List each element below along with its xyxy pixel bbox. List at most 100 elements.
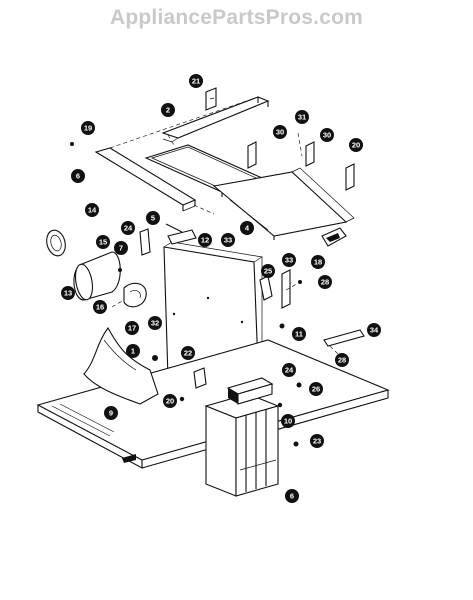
control-box-part[interactable] bbox=[204, 393, 280, 497]
svg-text:20: 20 bbox=[166, 397, 174, 406]
svg-text:33: 33 bbox=[285, 256, 293, 265]
callout-23: 23 bbox=[310, 434, 324, 448]
rod-part[interactable] bbox=[165, 223, 183, 233]
svg-text:28: 28 bbox=[321, 278, 329, 287]
callout-24: 24 bbox=[282, 363, 296, 377]
clip-part[interactable] bbox=[345, 163, 355, 191]
callout-25: 25 bbox=[261, 264, 275, 278]
callout-10: 10 bbox=[281, 414, 295, 428]
svg-text:30: 30 bbox=[276, 128, 284, 137]
leader-line bbox=[111, 299, 125, 308]
screw-part[interactable] bbox=[152, 355, 158, 361]
svg-text:20: 20 bbox=[352, 141, 360, 150]
top-cover-part[interactable] bbox=[161, 96, 270, 143]
svg-text:34: 34 bbox=[370, 326, 379, 335]
callout-15: 15 bbox=[96, 235, 110, 249]
callout-6: 6 bbox=[71, 169, 85, 183]
callout-26: 26 bbox=[309, 382, 323, 396]
callout-22: 22 bbox=[181, 346, 195, 360]
side-bracket-part[interactable] bbox=[281, 269, 301, 309]
svg-text:24: 24 bbox=[285, 366, 294, 375]
svg-text:28: 28 bbox=[338, 356, 346, 365]
bracket-part[interactable] bbox=[205, 87, 217, 111]
callout-34: 34 bbox=[367, 323, 381, 337]
front-rail-part[interactable] bbox=[94, 147, 197, 212]
svg-text:6: 6 bbox=[76, 172, 80, 181]
callout-2: 2 bbox=[161, 103, 175, 117]
shelf-part[interactable] bbox=[212, 167, 355, 240]
svg-text:1: 1 bbox=[131, 347, 135, 356]
svg-text:14: 14 bbox=[88, 206, 97, 215]
callout-33: 33 bbox=[221, 233, 235, 247]
callout-13: 13 bbox=[61, 286, 75, 300]
svg-text:4: 4 bbox=[245, 224, 250, 233]
svg-text:16: 16 bbox=[96, 303, 104, 312]
svg-text:30: 30 bbox=[323, 131, 331, 140]
svg-text:32: 32 bbox=[151, 319, 159, 328]
callout-30: 30 bbox=[320, 128, 334, 142]
screw-part[interactable] bbox=[298, 280, 302, 284]
screw-part[interactable] bbox=[279, 323, 285, 329]
callout-30: 30 bbox=[273, 125, 287, 139]
base-support-part[interactable] bbox=[83, 326, 159, 405]
svg-text:11: 11 bbox=[295, 330, 303, 339]
callout-9: 9 bbox=[104, 406, 118, 420]
module-block-part[interactable] bbox=[226, 377, 274, 405]
callout-5: 5 bbox=[146, 211, 160, 225]
screw-part[interactable] bbox=[118, 268, 122, 272]
callout-12: 12 bbox=[198, 233, 212, 247]
rail-part[interactable] bbox=[323, 329, 365, 347]
leader-line bbox=[329, 345, 341, 357]
leader-line bbox=[167, 134, 175, 146]
leader-line bbox=[297, 132, 303, 157]
leader-line bbox=[193, 204, 215, 215]
callout-24: 24 bbox=[121, 221, 135, 235]
svg-text:12: 12 bbox=[201, 236, 209, 245]
clip-part[interactable] bbox=[247, 141, 257, 169]
callout-6: 6 bbox=[285, 489, 299, 503]
callout-28: 28 bbox=[335, 353, 349, 367]
callout-7: 7 bbox=[114, 241, 128, 255]
callout-20: 20 bbox=[349, 138, 363, 152]
svg-text:15: 15 bbox=[99, 238, 107, 247]
svg-text:9: 9 bbox=[109, 409, 113, 418]
callout-14: 14 bbox=[85, 203, 99, 217]
svg-text:7: 7 bbox=[119, 244, 123, 253]
svg-text:23: 23 bbox=[313, 437, 321, 446]
svg-text:18: 18 bbox=[314, 258, 322, 267]
fan-housing-part[interactable] bbox=[123, 282, 147, 308]
callout-11: 11 bbox=[292, 327, 306, 341]
callout-33: 33 bbox=[282, 253, 296, 267]
callout-17: 17 bbox=[125, 321, 139, 335]
svg-text:26: 26 bbox=[312, 385, 320, 394]
screw-part[interactable] bbox=[293, 441, 299, 447]
callout-31: 31 bbox=[295, 110, 309, 124]
svg-text:6: 6 bbox=[290, 492, 294, 501]
callout-21: 21 bbox=[189, 74, 203, 88]
svg-text:10: 10 bbox=[284, 417, 292, 426]
callout-16: 16 bbox=[93, 300, 107, 314]
svg-text:25: 25 bbox=[264, 267, 272, 276]
svg-text:21: 21 bbox=[192, 77, 200, 86]
screw-part[interactable] bbox=[179, 396, 185, 402]
screw-part[interactable] bbox=[70, 142, 74, 146]
svg-text:17: 17 bbox=[128, 324, 136, 333]
gusset-part[interactable] bbox=[193, 367, 207, 389]
svg-text:31: 31 bbox=[298, 113, 306, 122]
tab-part[interactable] bbox=[139, 228, 151, 256]
support-bracket-part[interactable] bbox=[321, 227, 347, 247]
motor-part[interactable] bbox=[44, 228, 121, 301]
svg-text:22: 22 bbox=[184, 349, 192, 358]
svg-text:13: 13 bbox=[64, 289, 72, 298]
screw-part[interactable] bbox=[296, 382, 302, 388]
callout-19: 19 bbox=[81, 121, 95, 135]
callout-4: 4 bbox=[240, 221, 254, 235]
small-bracket-part[interactable] bbox=[167, 229, 197, 245]
site-watermark: AppliancePartsPros.com bbox=[110, 6, 363, 29]
svg-text:19: 19 bbox=[84, 124, 92, 133]
callout-1: 1 bbox=[126, 344, 140, 358]
svg-text:5: 5 bbox=[151, 214, 155, 223]
clip-part[interactable] bbox=[305, 141, 315, 167]
callout-32: 32 bbox=[148, 316, 162, 330]
